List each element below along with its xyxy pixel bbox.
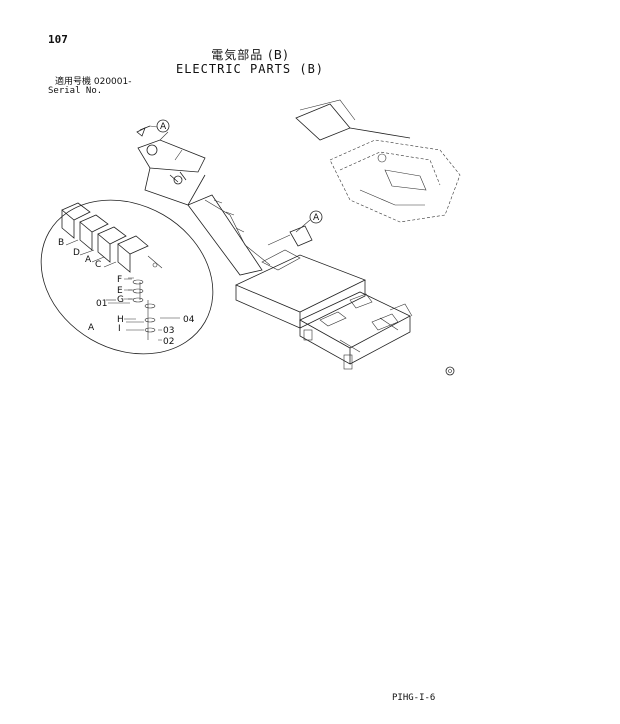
cab-dashed bbox=[329, 139, 461, 223]
callout-h: H bbox=[117, 315, 124, 325]
callout-02: 02 bbox=[163, 337, 174, 347]
callout-03: 03 bbox=[163, 326, 174, 336]
callout-b: B bbox=[58, 238, 64, 248]
callout-04: 04 bbox=[183, 315, 195, 325]
callout-a-top: A bbox=[136, 119, 170, 137]
callout-g: G bbox=[117, 295, 124, 305]
callout-a-bottom: A bbox=[88, 323, 95, 333]
callout-d: D bbox=[73, 248, 80, 258]
page-title-japanese: 電気部品 (B) bbox=[211, 48, 289, 62]
serial-label-japanese: 適用号機 020001- bbox=[55, 77, 132, 87]
page-title-english: ELECTRIC PARTS (B) bbox=[175, 62, 325, 76]
detail-view-ellipse bbox=[40, 199, 214, 355]
footer-code: PIHG-I-6 bbox=[392, 693, 436, 703]
callout-i: I bbox=[118, 324, 121, 334]
upper-frame bbox=[235, 225, 366, 329]
callout-c: C bbox=[95, 260, 101, 270]
upper-arm bbox=[295, 99, 411, 141]
callout-label: A bbox=[313, 213, 320, 223]
registered-mark-symbol bbox=[445, 366, 455, 376]
callout-a-detail: A bbox=[85, 255, 92, 265]
boom-assembly bbox=[137, 131, 271, 276]
callout-f: F bbox=[117, 275, 122, 285]
callout-e: E bbox=[117, 286, 123, 296]
page-number: 107 bbox=[48, 33, 68, 46]
serial-label-english: Serial No. bbox=[48, 86, 103, 96]
lower-frame bbox=[299, 291, 413, 370]
callout-01: 01 bbox=[96, 299, 107, 309]
callout-label: A bbox=[160, 122, 167, 132]
callout-a-mid: A bbox=[295, 210, 323, 233]
